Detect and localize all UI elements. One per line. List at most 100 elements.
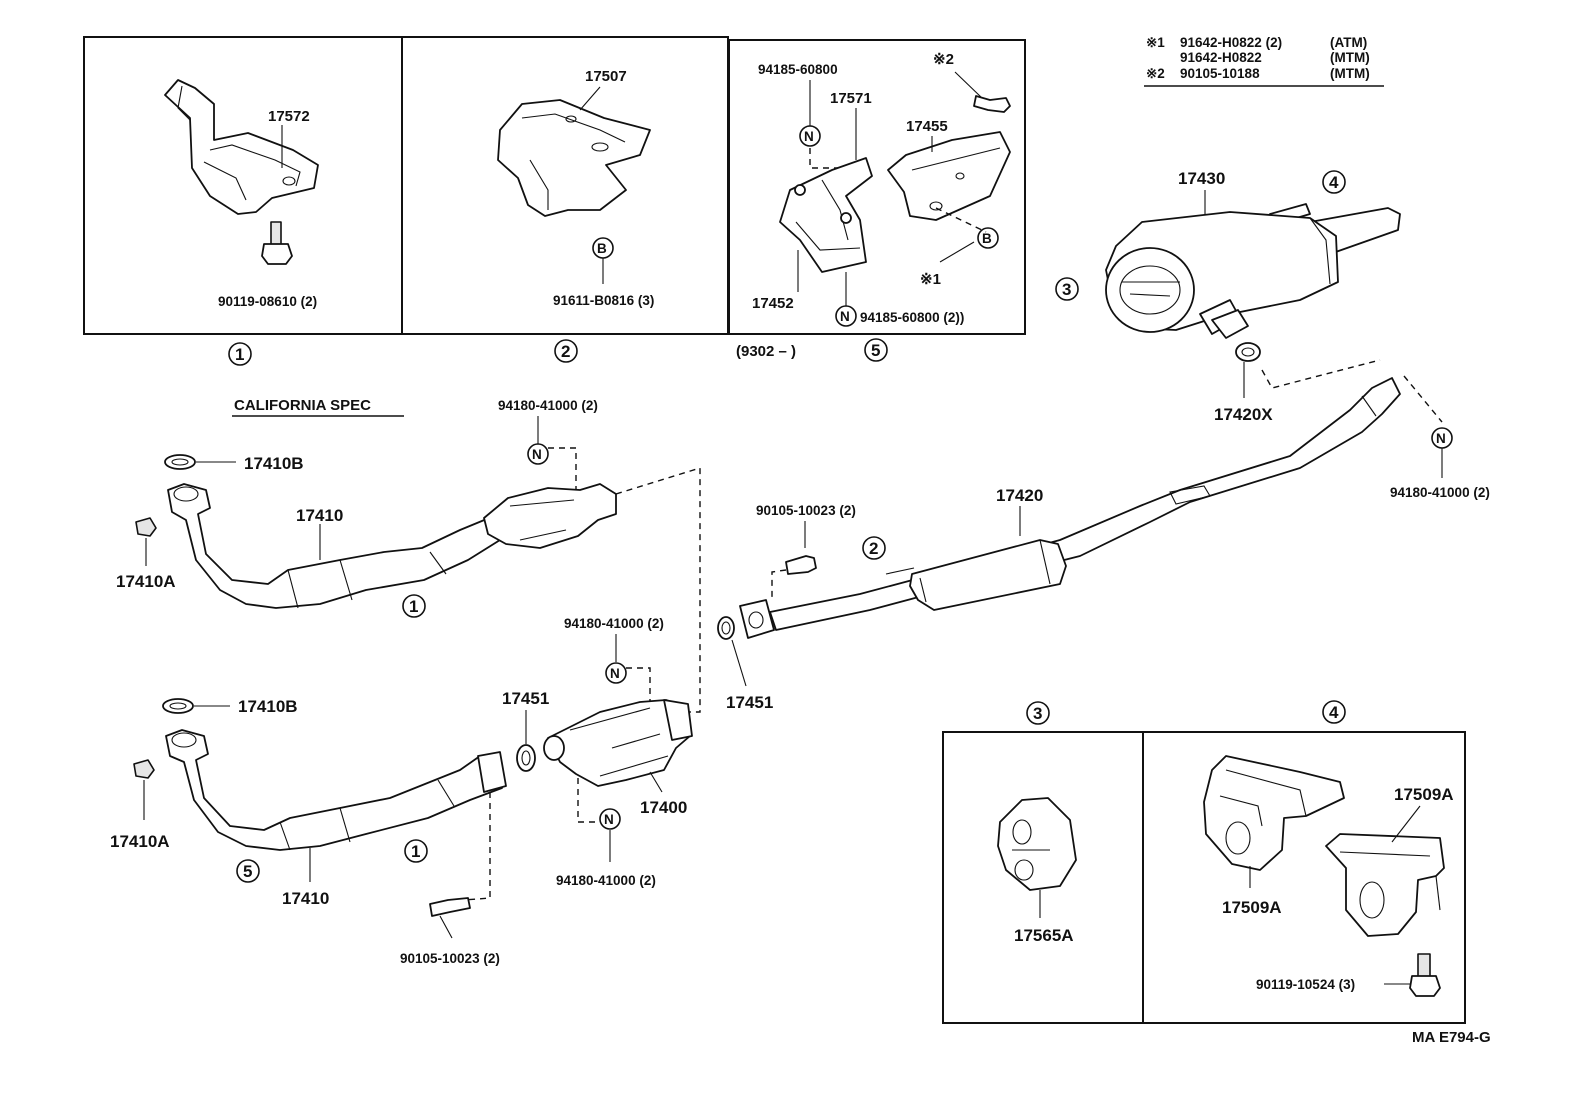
marker-n4-text: N — [532, 447, 542, 462]
center-pipe-circle-2: 2 — [869, 539, 878, 558]
note1-mark: ※1 — [1146, 35, 1165, 50]
california-pipe-assembly: CALIFORNIA SPEC 94180-41000 (2) N 17410B… — [116, 397, 701, 713]
marker-n2-text: N — [840, 309, 850, 324]
gasket-17410B-cal-icon — [164, 454, 196, 470]
inset-circles: 1 2 (9302 – ) 5 — [228, 338, 888, 366]
center-pipe-17420-drawing — [769, 377, 1401, 631]
front-pipe-17410-cal-drawing — [167, 483, 501, 609]
gasket-17420X-icon — [1235, 342, 1261, 362]
hanger-17509A-left-drawing — [1203, 755, 1345, 871]
inset-2-number: 2 — [561, 342, 570, 361]
inset-box-1: 17572 90119-08610 (2) — [83, 36, 403, 335]
note1b-cond: (MTM) — [1330, 50, 1370, 65]
converter-assembly: 94180-41000 (2) N 17451 N 94180-41000 (2… — [502, 616, 693, 888]
nut-94185-top-label: 94185-60800 — [758, 62, 838, 77]
gasket-17410B-lower-icon — [162, 698, 194, 714]
box4-number: 4 — [1329, 703, 1339, 722]
front-pipe-17410-lower-drawing — [165, 729, 503, 851]
note1a-cond: (ATM) — [1330, 35, 1367, 50]
cal-circle-1: 1 — [409, 597, 418, 616]
clamp-17452-drawing — [779, 157, 873, 273]
part-17455-label: 17455 — [906, 118, 948, 135]
muffler-circle-4: 4 — [1329, 173, 1339, 192]
gasket-17410B-cal-label: 17410B — [244, 454, 304, 473]
hanger-17565A-label: 17565A — [1014, 926, 1074, 945]
hanger-17565A-drawing — [997, 797, 1077, 891]
inset-5-number: 5 — [871, 341, 880, 360]
marker-b-text: B — [597, 241, 607, 256]
part-17507-label: 17507 — [585, 68, 627, 85]
part-17420-label: 17420 — [996, 486, 1043, 505]
converter-cal-drawing — [483, 483, 617, 549]
inset-box-2: 17507 B 91611-B0816 (3) — [401, 36, 729, 335]
bolt-star2-icon — [973, 95, 1011, 113]
bracket-17572-drawing — [164, 79, 319, 215]
gasket-17451-left-label: 17451 — [502, 689, 549, 708]
marker-b2-icon — [977, 227, 999, 249]
marker-n6-icon — [599, 808, 621, 830]
converter-17400-drawing — [547, 699, 691, 787]
marker-n6-text: N — [604, 812, 614, 827]
marker-n5-icon — [605, 662, 627, 684]
bolt-90119-10524-label: 90119-10524 (3) — [1256, 977, 1355, 992]
marker-n3-text: N — [1436, 431, 1446, 446]
bolt-90119-08610-label: 90119-08610 (2) — [218, 294, 317, 309]
bolt-90119-10524-icon — [1417, 953, 1431, 979]
mount-17507-drawing — [497, 99, 651, 217]
gasket-17451-left-icon — [516, 744, 536, 772]
hanger-17509A-right-label: 17509A — [1394, 785, 1454, 804]
inset-box-3-4: 3 4 17565A 17509A 17509A 90119-10524 (3) — [942, 700, 1466, 1024]
note2-mark: ※2 — [1146, 66, 1165, 81]
plug-17410A-lower-label: 17410A — [110, 832, 170, 851]
inset-box-5: 94185-60800 N 17571 17452 17455 ※2 B ※1 … — [728, 39, 1026, 335]
gasket-17451-right-icon — [717, 616, 735, 640]
star2-label: ※2 — [933, 51, 954, 68]
notes-block: ※1 91642-H0822 (2) (ATM) 91642-H0822 (MT… — [1144, 35, 1384, 87]
part-17400-label: 17400 — [640, 798, 687, 817]
nut-94180-conv-top-label: 94180-41000 (2) — [564, 616, 664, 631]
nut-94180-cal-label: 94180-41000 (2) — [498, 398, 598, 413]
marker-b2-text: B — [982, 231, 992, 246]
plug-17410A-lower-icon — [133, 759, 155, 779]
part-17452-label: 17452 — [752, 295, 794, 312]
inset-1-number: 1 — [235, 345, 244, 364]
note2-part: 90105-10188 — [1180, 66, 1260, 81]
nut-94185-bottom-label: 94185-60800 (2)) — [860, 310, 964, 325]
part-17572-label: 17572 — [268, 108, 310, 125]
resonator-drawing — [909, 539, 1067, 611]
bolt-90119-08610-icon — [270, 221, 282, 247]
california-spec-title: CALIFORNIA SPEC — [234, 397, 371, 414]
bolt-91611-label: 91611-B0816 (3) — [553, 293, 654, 308]
marker-n5-text: N — [610, 666, 620, 681]
document-code: MA E794-G — [1412, 1029, 1491, 1046]
part-17571-label: 17571 — [830, 90, 872, 107]
hanger-17509A-right-drawing — [1325, 833, 1445, 937]
lower-circle-5: 5 — [243, 862, 252, 881]
muffler-assembly: 17430 4 3 17420X — [1055, 169, 1401, 424]
date-range-label: (9302 – ) — [736, 343, 796, 360]
bolt-90105-lower-label: 90105-10023 (2) — [400, 951, 500, 966]
nut-94180-conv-bottom-label: 94180-41000 (2) — [556, 873, 656, 888]
box3-number: 3 — [1033, 704, 1042, 723]
center-pipe-assembly: 17420 N 94180-41000 (2) 2 90105-10023 (2… — [717, 375, 1490, 712]
lower-circle-1: 1 — [411, 842, 420, 861]
note1b-part: 91642-H0822 — [1180, 50, 1262, 65]
pipe-17410-cal-label: 17410 — [296, 506, 343, 525]
marker-n-text: N — [804, 129, 814, 144]
nut-94180-right-label: 94180-41000 (2) — [1390, 485, 1490, 500]
bolt-90105-lower-icon — [429, 897, 471, 917]
gasket-17420X-label: 17420X — [1214, 405, 1273, 424]
plug-17410A-cal-label: 17410A — [116, 572, 176, 591]
part-17430-label: 17430 — [1178, 169, 1225, 188]
bolt-90105-top-label: 90105-10023 (2) — [756, 503, 856, 518]
plug-17410A-cal-icon — [135, 517, 157, 537]
hanger-17509A-left-label: 17509A — [1222, 898, 1282, 917]
gasket-17410B-lower-label: 17410B — [238, 697, 298, 716]
marker-n4-icon — [527, 443, 549, 465]
lower-front-pipe-assembly: 17410B 17410A 5 17410 1 90105-10023 (2) — [110, 697, 507, 966]
gasket-17451-right-label: 17451 — [726, 693, 773, 712]
pipe-17410-lower-label: 17410 — [282, 889, 329, 908]
note1a-part: 91642-H0822 (2) — [1180, 35, 1282, 50]
muffler-circle-3: 3 — [1062, 280, 1071, 299]
